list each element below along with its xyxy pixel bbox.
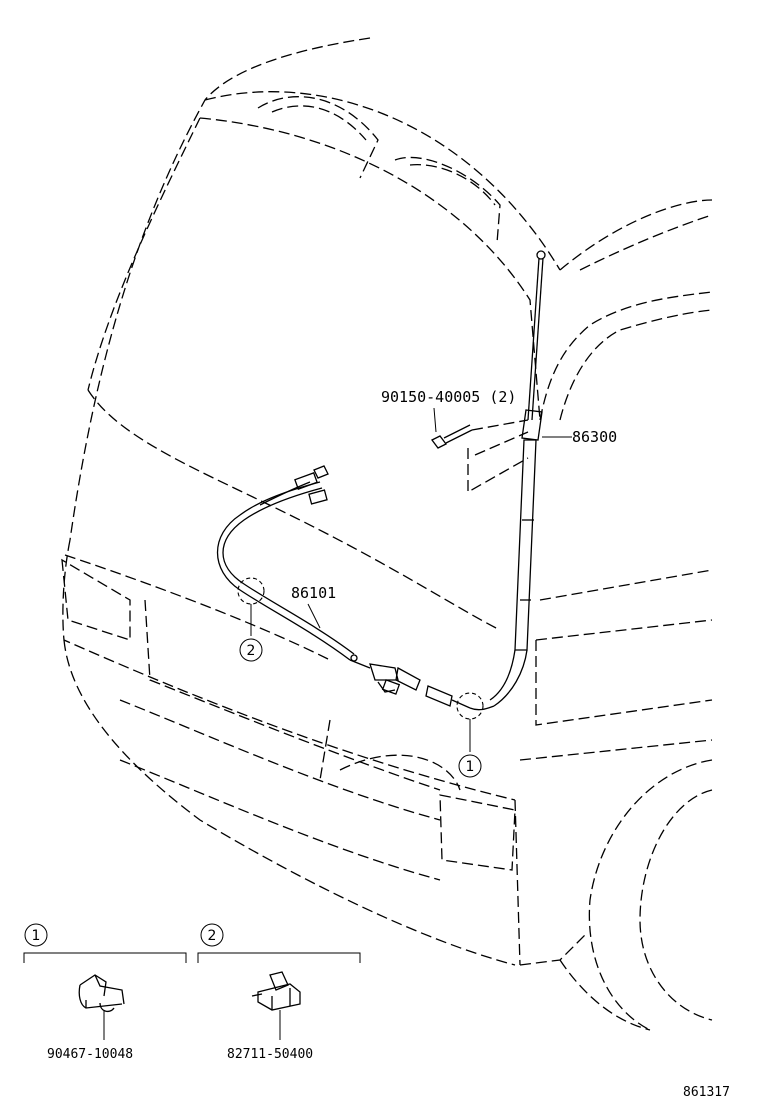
detail-1: 1 90467-10048 bbox=[23, 923, 187, 1062]
antenna-cord-icon bbox=[217, 465, 495, 711]
detail-1-ref: 1 bbox=[32, 928, 41, 944]
antenna-mast-icon bbox=[489, 250, 546, 707]
clamp-location-2 bbox=[237, 577, 265, 605]
part-label-screw: 90150-40005 (2) bbox=[381, 388, 516, 406]
screw-icon bbox=[431, 419, 529, 494]
part-label-antenna: 86300 bbox=[572, 428, 617, 446]
ref-label-2: 2 bbox=[247, 643, 256, 659]
ref-circle-2 bbox=[239, 638, 263, 662]
diagram-code: 861317 bbox=[683, 1085, 730, 1100]
part-label-cord: 86101 bbox=[291, 584, 336, 602]
vehicle-outline bbox=[61, 37, 713, 1031]
ref-circle-1 bbox=[458, 754, 482, 778]
clamp-2-icon bbox=[251, 971, 301, 1011]
clamp-location-1 bbox=[456, 692, 484, 720]
ref-label-1: 1 bbox=[466, 759, 475, 775]
part-label-clamp-1: 90467-10048 bbox=[47, 1047, 133, 1062]
clamp-1-icon bbox=[78, 974, 125, 1013]
part-label-clamp-2: 82711-50400 bbox=[227, 1047, 313, 1062]
detail-2: 2 82711-50400 bbox=[197, 923, 361, 1062]
detail-2-ref: 2 bbox=[208, 928, 217, 944]
